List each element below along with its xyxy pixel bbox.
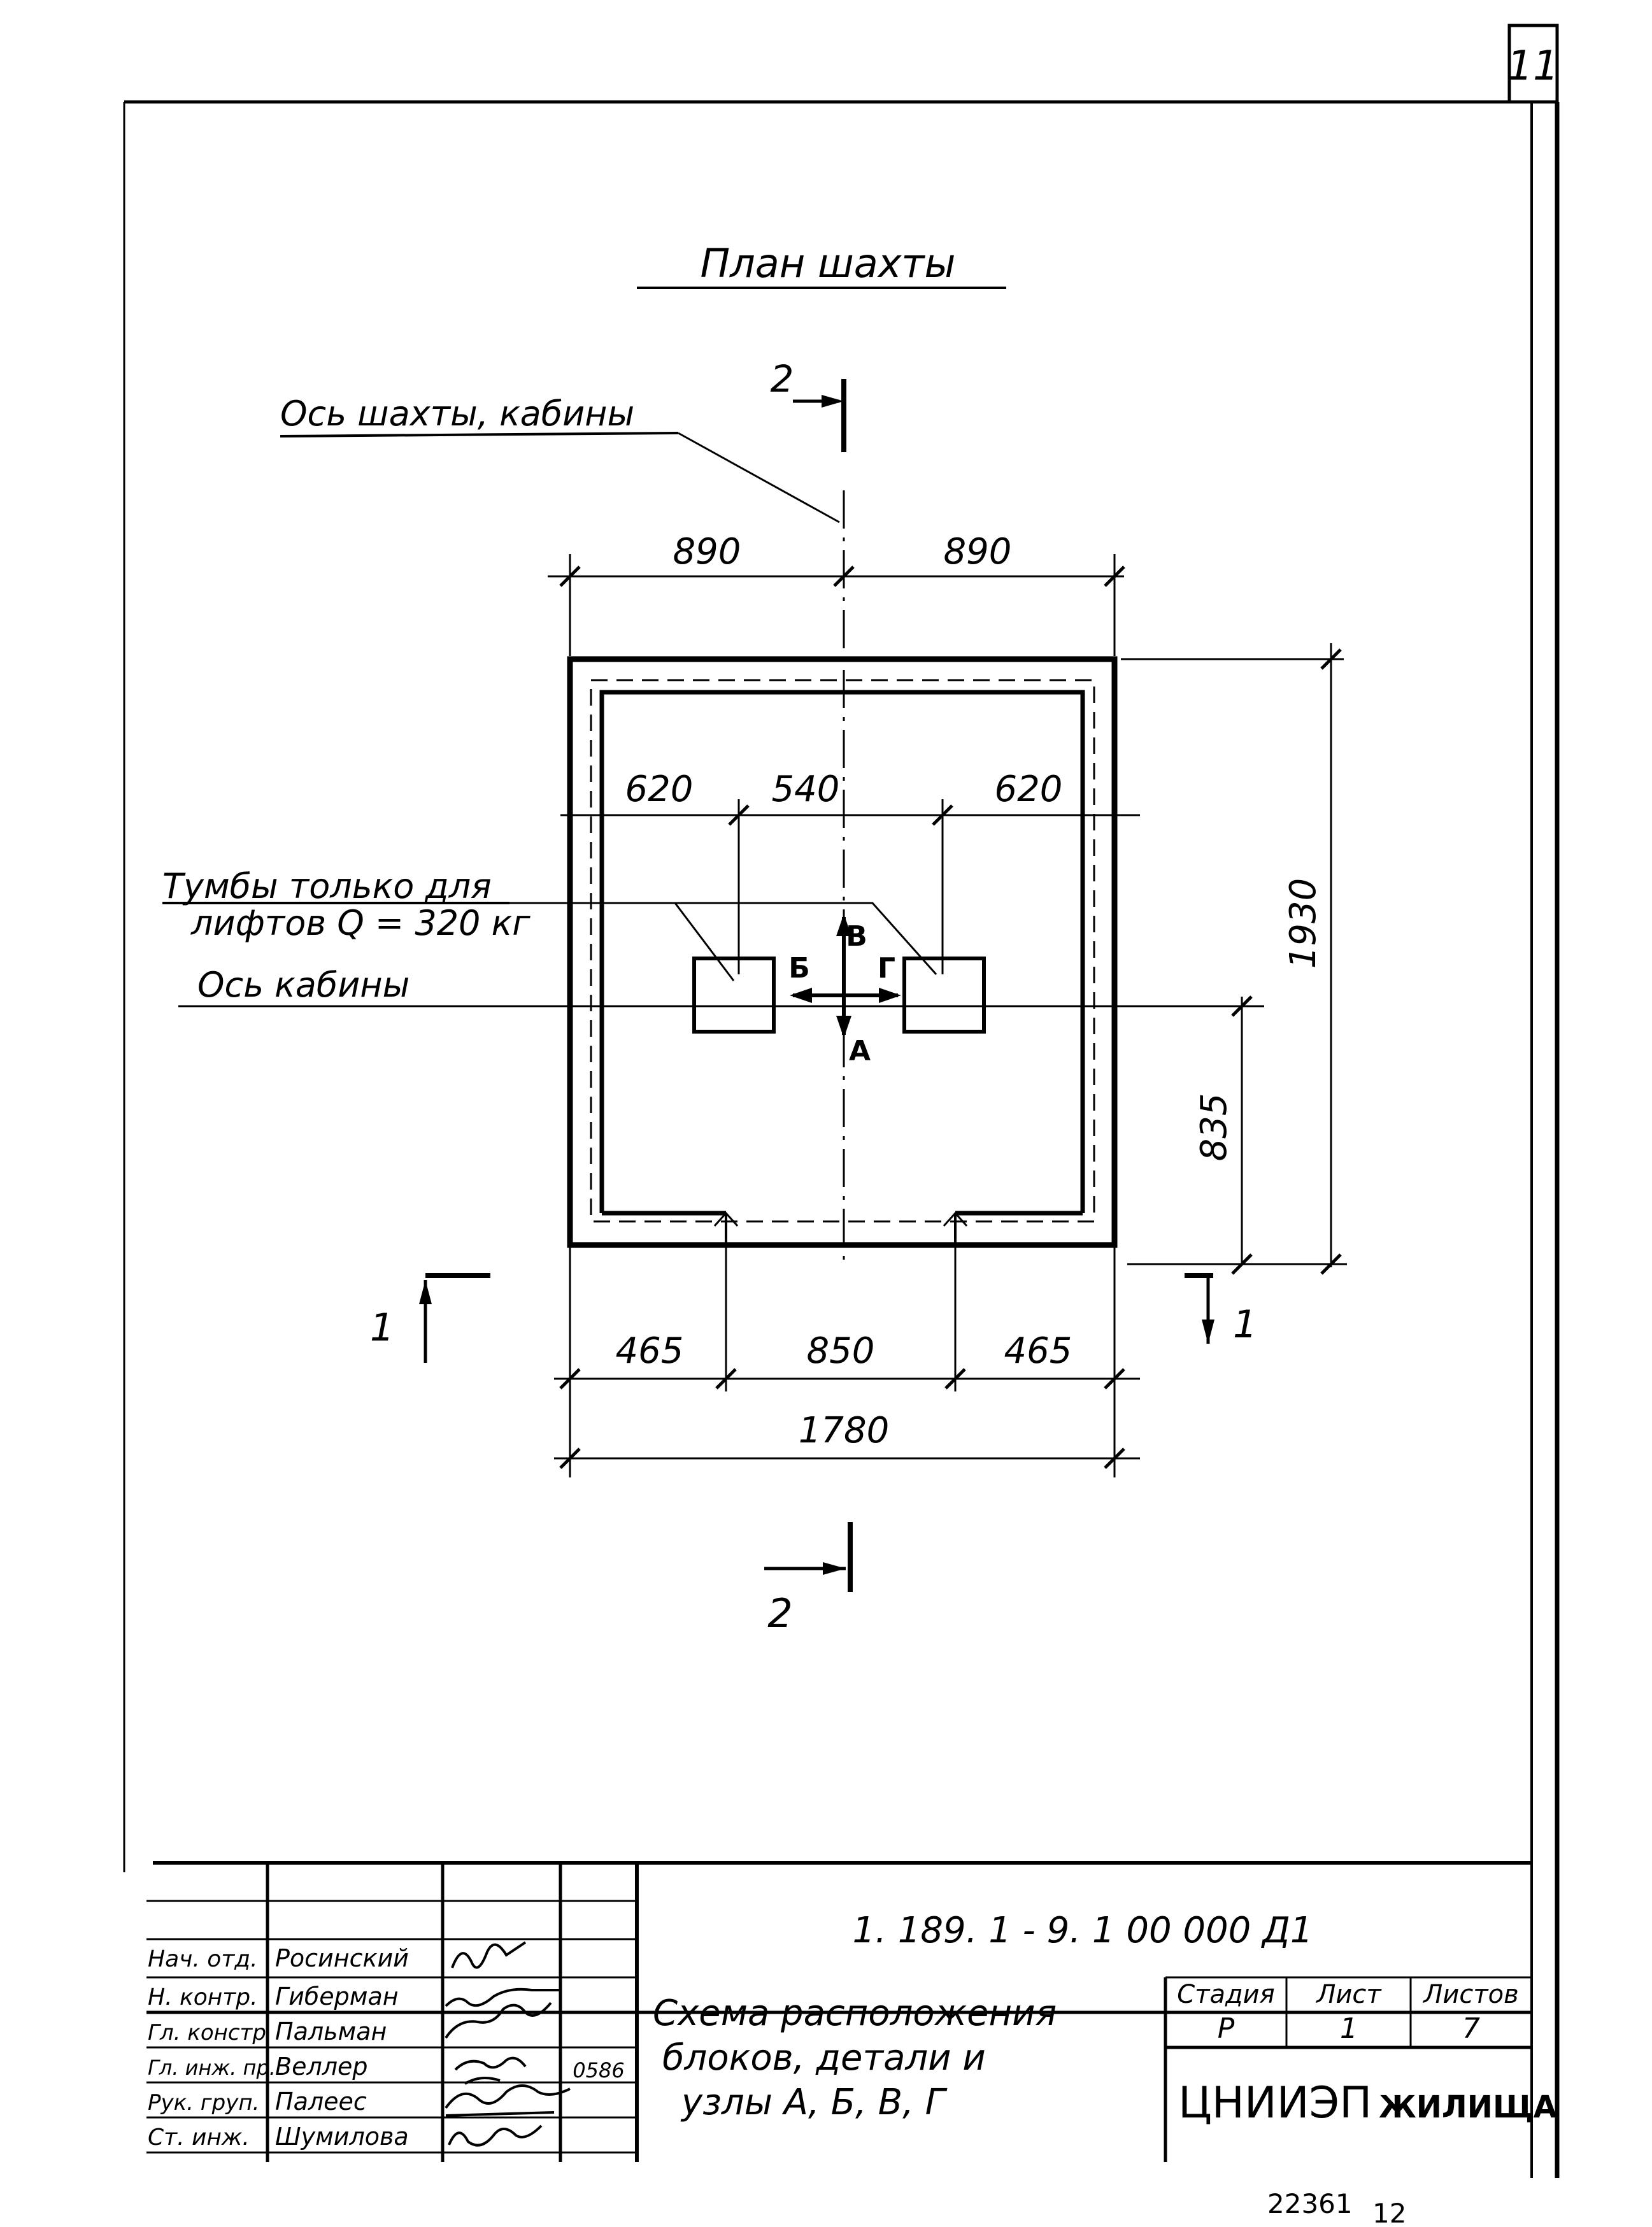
staff-role: Гл. инж. пр. bbox=[148, 2056, 276, 2080]
plan-title: План шахты bbox=[701, 240, 956, 287]
signature-4 bbox=[454, 2056, 527, 2085]
signature-5 bbox=[445, 2084, 571, 2117]
pedestal-note-line2: лифтов Q = 320 кг bbox=[190, 903, 530, 943]
dim-bottom bbox=[554, 1245, 1140, 1477]
pedestal-right bbox=[902, 957, 986, 1034]
sheet-value: 1 bbox=[1340, 2012, 1358, 2045]
dim-height-total: 1930 bbox=[1283, 878, 1324, 969]
description-line2: блоков, детали и bbox=[662, 2037, 986, 2079]
cabin-axis-label: Ось кабины bbox=[197, 965, 409, 1005]
description-line1: Схема расположения bbox=[653, 1993, 1057, 2034]
staff-role: Гл. констр bbox=[148, 2020, 266, 2046]
node-label-G: Г bbox=[878, 952, 895, 985]
section-1-left-label: 1 bbox=[370, 1306, 394, 1350]
dim-top-right: 890 bbox=[944, 531, 1012, 573]
shaft-axis-label-underline bbox=[280, 432, 679, 438]
pedestal-left bbox=[692, 957, 776, 1034]
node-label-B: Б bbox=[788, 952, 810, 985]
pedestal-note-line1: Тумбы только для bbox=[162, 866, 492, 906]
signature-2 bbox=[445, 1988, 560, 2007]
section-1-right-label: 1 bbox=[1233, 1302, 1257, 1347]
staff-name: Шумилова bbox=[275, 2123, 409, 2151]
section-2-top-label: 2 bbox=[771, 357, 794, 401]
section-2-top-marker bbox=[793, 379, 846, 452]
section-2-bottom-marker bbox=[764, 1522, 853, 1592]
staff-name: Росинский bbox=[275, 1944, 409, 1972]
staff-role: Н. контр. bbox=[148, 1984, 258, 2010]
pedestal-leaders bbox=[509, 902, 937, 981]
dim-top bbox=[548, 554, 1125, 656]
dim-top-left: 890 bbox=[673, 531, 741, 573]
signatures bbox=[445, 1941, 571, 2147]
dim-bottom-total: 1780 bbox=[799, 1410, 890, 1451]
footer-page: 12 bbox=[1372, 2198, 1406, 2227]
staff-name: Гиберман bbox=[275, 1982, 399, 2010]
staff-name: Пальман bbox=[275, 2017, 387, 2046]
signature-6 bbox=[448, 2124, 543, 2147]
signature-3 bbox=[445, 2002, 552, 2039]
staff-name: Веллер bbox=[275, 2053, 368, 2081]
dim-right bbox=[1121, 643, 1347, 1275]
extra-number: 0586 bbox=[573, 2058, 624, 2082]
dim-height-axis: 835 bbox=[1193, 1093, 1235, 1162]
sheets-header: Листов bbox=[1422, 1980, 1518, 2009]
footer-number: 22361 bbox=[1267, 2188, 1353, 2219]
sheet-frame bbox=[123, 24, 1560, 2178]
description-line3: узлы А, Б, В, Г bbox=[680, 2082, 948, 2123]
staff-role: Ст. инж. bbox=[148, 2124, 250, 2151]
stage-value: Р bbox=[1218, 2012, 1235, 2045]
staff-role: Рук. груп. bbox=[148, 2090, 259, 2116]
staff-role: Нач. отд. bbox=[148, 1946, 258, 1972]
dim-bottom-left: 465 bbox=[616, 1330, 684, 1372]
shaft-axis-label: Ось шахты, кабины bbox=[280, 394, 634, 434]
sheet-header: Лист bbox=[1315, 1980, 1382, 2009]
staff-name: Палеес bbox=[275, 2088, 367, 2116]
dim-bottom-center: 850 bbox=[807, 1330, 875, 1372]
section-1-right-marker bbox=[1185, 1273, 1214, 1344]
corner-sheet-number: 11 bbox=[1507, 43, 1558, 90]
staff-table: Нач. отд. Росинский Н. контр. Гиберман Г… bbox=[148, 1944, 409, 2151]
dim-inner-left: 620 bbox=[625, 769, 694, 810]
dim-inner-right: 620 bbox=[995, 769, 1063, 810]
shaft-axis-leader bbox=[678, 432, 840, 523]
node-label-A: А bbox=[849, 1035, 871, 1067]
dim-inner bbox=[560, 799, 1140, 974]
signature-1 bbox=[451, 1941, 527, 1969]
node-label-V: В bbox=[846, 920, 867, 953]
organization-subname: ЖИЛИЩА bbox=[1379, 2089, 1557, 2125]
document-code: 1. 189. 1 - 9. 1 00 000 Д1 bbox=[853, 1910, 1313, 1951]
sheets-value: 7 bbox=[1462, 2012, 1480, 2045]
node-arrows bbox=[790, 914, 901, 1038]
stage-header: Стадия bbox=[1177, 1980, 1274, 2009]
section-2-bottom-label: 2 bbox=[767, 1590, 792, 1637]
organization-name: ЦНИИЭП bbox=[1178, 2078, 1372, 2128]
shaft-walls bbox=[567, 656, 1118, 1248]
dim-inner-center: 540 bbox=[772, 769, 840, 810]
section-1-left-marker bbox=[419, 1273, 490, 1363]
title-block-grid bbox=[146, 1861, 1532, 2162]
dim-bottom-right: 465 bbox=[1004, 1330, 1072, 1372]
